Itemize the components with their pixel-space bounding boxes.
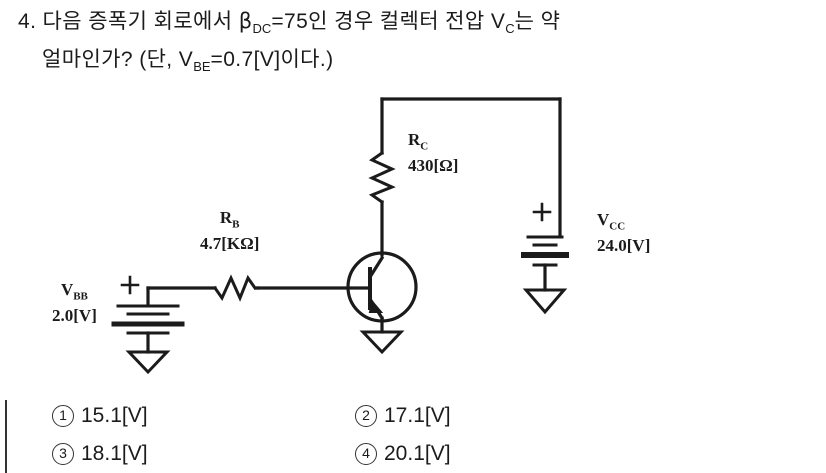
ground-symbol-emitter xyxy=(359,330,405,355)
option-2[interactable]: 2 17.1[V] xyxy=(355,404,451,428)
ground-symbol-vbb xyxy=(125,350,171,375)
resistor-rb-zigzag xyxy=(212,274,258,302)
option-3[interactable]: 3 18.1[V] xyxy=(52,442,148,466)
option-1[interactable]: 1 15.1[V] xyxy=(52,404,148,428)
label-rb-value: 4.7[KΩ] xyxy=(200,234,260,254)
label-vbb-subscript: BB xyxy=(73,290,88,303)
transistor-emitter-arrow xyxy=(368,299,384,313)
option-1-marker: 1 xyxy=(52,405,74,427)
vbe-subscript: BE xyxy=(193,59,211,75)
ground-symbol-vcc xyxy=(522,288,568,315)
label-rb: RB 4.7[KΩ] xyxy=(200,208,259,253)
vcc-plus-sign xyxy=(532,202,552,222)
label-vcc-value: 24.0[V] xyxy=(597,236,651,256)
label-vcc-name: V xyxy=(597,210,610,229)
question-line1-middle: =75인 경우 컬렉터 전압 V xyxy=(271,10,506,33)
vc-subscript: C xyxy=(505,21,515,37)
question-line-2: 얼마인가? (단, VBE=0.7[V]이다.) xyxy=(18,44,808,82)
label-rb-subscript: B xyxy=(232,218,240,231)
label-vbb-value: 2.0[V] xyxy=(52,306,97,326)
question-line1-prefix: 4. 다음 증폭기 회로에서 xyxy=(18,10,239,33)
question-line1-suffix: 는 약 xyxy=(514,10,561,33)
label-rb-name: R xyxy=(219,208,233,227)
option-2-label: 17.1[V] xyxy=(384,404,451,427)
beta-subscript: DC xyxy=(252,21,272,37)
label-rc: RC 430[Ω] xyxy=(408,130,458,175)
label-vcc-subscript: CC xyxy=(609,220,626,233)
label-rc-subscript: C xyxy=(420,140,429,153)
option-4-label: 20.1[V] xyxy=(384,442,451,465)
transistor-collector-lead xyxy=(367,255,385,280)
beta-symbol: β xyxy=(238,9,253,33)
left-margin-rule xyxy=(5,400,7,473)
option-3-marker: 3 xyxy=(52,443,74,465)
question-line-1: 4. 다음 증폭기 회로에서 βDC=75인 경우 컬렉터 전압 VC는 약 xyxy=(18,6,808,44)
circuit-svg xyxy=(111,97,569,375)
option-4-marker: 4 xyxy=(355,443,377,465)
option-3-label: 18.1[V] xyxy=(81,442,148,465)
label-vbb-name: V xyxy=(60,280,74,299)
vbb-plus-sign xyxy=(120,275,140,295)
label-rc-value: 430[Ω] xyxy=(408,156,459,176)
label-vbb: VBB 2.0[V] xyxy=(52,280,97,325)
option-2-marker: 2 xyxy=(355,405,377,427)
resistor-rc-zigzag xyxy=(368,150,396,205)
label-rc-name: R xyxy=(408,130,421,149)
answer-options: 1 15.1[V] 2 17.1[V] 3 18.1[V] 4 20.1[V] xyxy=(0,398,826,473)
question-block: 4. 다음 증폭기 회로에서 βDC=75인 경우 컬렉터 전압 VC는 약 얼… xyxy=(18,6,808,82)
option-1-label: 15.1[V] xyxy=(81,404,148,427)
question-line2-suffix: =0.7[V]이다.) xyxy=(210,48,334,72)
option-4[interactable]: 4 20.1[V] xyxy=(355,442,451,466)
label-vcc: VCC 24.0[V] xyxy=(597,210,650,255)
question-line2-prefix: 얼마인가? (단, V xyxy=(42,48,194,72)
